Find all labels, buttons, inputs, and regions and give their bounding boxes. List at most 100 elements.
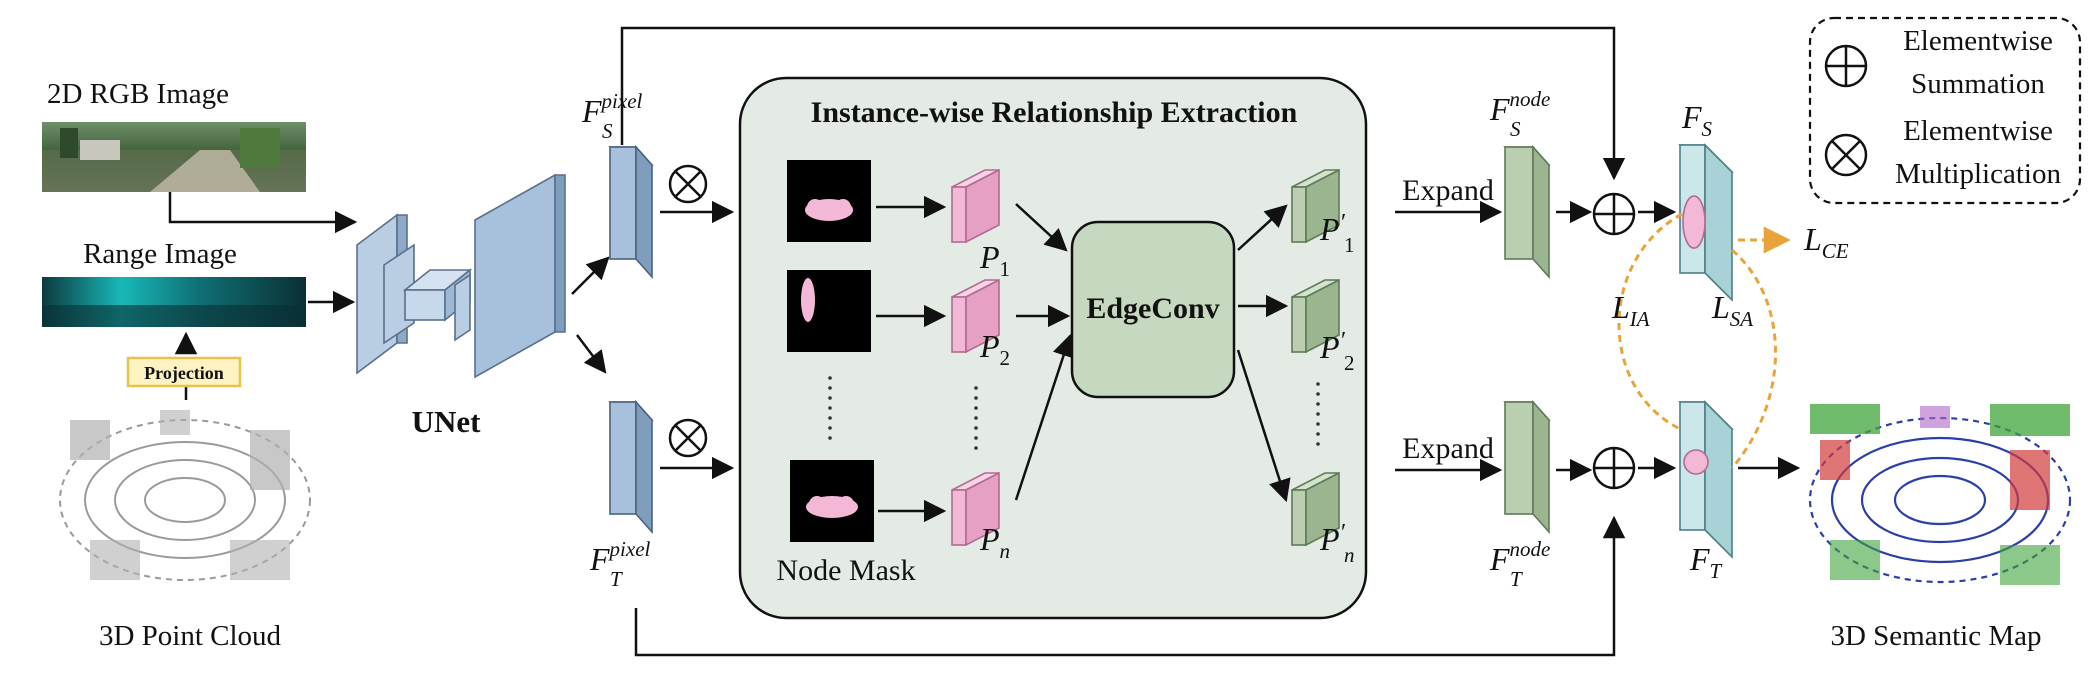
top-skip-arrow xyxy=(620,26,1626,181)
p2-label: P2 xyxy=(979,328,1010,370)
ft-pixel-sup: pixel xyxy=(608,537,651,561)
point-cloud-label: 3D Point Cloud xyxy=(99,620,282,652)
expand-label-bottom: Expand xyxy=(1402,432,1494,465)
p1-base: P xyxy=(979,239,1000,275)
lia-sub: IA xyxy=(1629,307,1650,331)
fs-pixel-sub: S xyxy=(602,119,613,143)
fs-block xyxy=(1678,143,1734,302)
fs-base: F xyxy=(1681,99,1702,135)
p1-label: P1 xyxy=(979,239,1010,281)
p2-sub: 2 xyxy=(1000,346,1011,370)
fs-sub: S xyxy=(1702,117,1713,141)
unet-block xyxy=(356,173,566,379)
fs-node-base: F xyxy=(1489,91,1510,127)
range-image-label: Range Image xyxy=(83,238,237,270)
edgeconv-to-pnp-arrow xyxy=(1236,349,1291,503)
p1p-label: P′1 xyxy=(1319,210,1355,257)
p1-sub: 1 xyxy=(1000,257,1011,281)
multiply-icon-bottom xyxy=(668,418,708,458)
fs-node-block xyxy=(1503,144,1551,280)
lce-sub: CE xyxy=(1822,239,1849,263)
ft-node-sub: T xyxy=(1510,567,1523,591)
p2p-base: P xyxy=(1319,329,1340,365)
unet-label: UNet xyxy=(412,404,482,439)
ft-pixel-base: F xyxy=(589,541,610,577)
unet-to-ft-arrow xyxy=(576,334,607,374)
legend-mul-line2: Multiplication xyxy=(1895,158,2061,190)
lsa-sub: SA xyxy=(1730,307,1754,331)
legend-box xyxy=(1808,16,2082,205)
projection-tag: Projection xyxy=(126,356,242,388)
ft-pixel-block xyxy=(608,399,654,535)
pp-ellipsis xyxy=(1316,382,1320,446)
edgeconv-label: EdgeConv xyxy=(1086,292,1219,325)
p2p-block xyxy=(1291,278,1340,354)
lia-label: LIA xyxy=(1611,289,1650,331)
node-mask-label: Node Mask xyxy=(776,554,915,587)
pnp-prime: ′ xyxy=(1340,520,1346,546)
fs-label: FS xyxy=(1681,99,1713,141)
sum-icon-top xyxy=(1592,192,1636,236)
fs-node-sup: node xyxy=(1510,87,1551,111)
fs-pixel-base: F xyxy=(581,93,602,129)
expand-label-top: Expand xyxy=(1402,174,1494,207)
pnp-base: P xyxy=(1319,521,1340,557)
pn-base: P xyxy=(979,521,1000,557)
node-mask-n xyxy=(790,460,874,542)
pnp-label: P′n xyxy=(1319,520,1355,567)
range-image xyxy=(42,277,306,327)
lsa-label: LSA xyxy=(1711,289,1753,331)
p1-block xyxy=(951,168,1000,244)
ft-block xyxy=(1678,400,1734,559)
p-ellipsis xyxy=(974,386,978,450)
legend-sum-line1: Elementwise xyxy=(1903,25,2053,57)
lia-curve xyxy=(1617,212,1683,432)
pnp-sub: n xyxy=(1344,543,1355,567)
rgb-to-unet-arrow xyxy=(168,192,358,234)
p1p-block xyxy=(1291,168,1340,244)
fs-node-sub: S xyxy=(1510,117,1521,141)
lsa-base: L xyxy=(1711,289,1730,325)
p1-to-edgeconv-arrow xyxy=(1015,203,1068,252)
node-mask-1 xyxy=(787,160,871,242)
ft-node-base: F xyxy=(1489,541,1510,577)
unet-to-fs-arrow xyxy=(571,256,610,295)
mask-ellipsis xyxy=(828,376,832,440)
lce-label: LCE xyxy=(1803,221,1849,263)
point-cloud xyxy=(59,402,314,602)
p1p-base: P xyxy=(1319,211,1340,247)
sum-icon-bottom xyxy=(1592,446,1636,490)
ft-label: FT xyxy=(1689,541,1723,583)
rgb-image xyxy=(42,122,306,192)
relationship-box-title: Instance-wise Relationship Extraction xyxy=(811,96,1298,129)
p2p-sub: 2 xyxy=(1344,351,1355,375)
lsa-curve xyxy=(1730,248,1777,469)
edgeconv-block xyxy=(1070,220,1236,399)
lia-base: L xyxy=(1611,289,1630,325)
pn-sub: n xyxy=(1000,539,1011,563)
node-mask-2 xyxy=(787,270,871,352)
pn-block xyxy=(951,471,1000,547)
edgeconv-to-p1p-arrow xyxy=(1237,204,1288,251)
ft-pixel-sub: T xyxy=(610,567,623,591)
lce-base: L xyxy=(1803,221,1822,257)
pn-to-edgeconv-arrow xyxy=(1014,333,1075,501)
ft-base: F xyxy=(1689,541,1710,577)
fs-pixel-block xyxy=(608,144,654,280)
p2-block xyxy=(951,278,1000,354)
p1p-prime: ′ xyxy=(1340,210,1346,236)
semantic-map xyxy=(1806,400,2080,600)
pnp-block xyxy=(1291,471,1340,547)
legend-sum-line2: Summation xyxy=(1911,68,2045,100)
projection-label: Projection xyxy=(144,363,224,383)
semantic-map-label: 3D Semantic Map xyxy=(1830,620,2041,652)
ft-node-block xyxy=(1503,399,1551,535)
p1p-sub: 1 xyxy=(1344,233,1355,257)
ft-sub: T xyxy=(1710,559,1723,583)
legend-sum-icon xyxy=(1824,44,1868,88)
p2-base: P xyxy=(979,328,1000,364)
